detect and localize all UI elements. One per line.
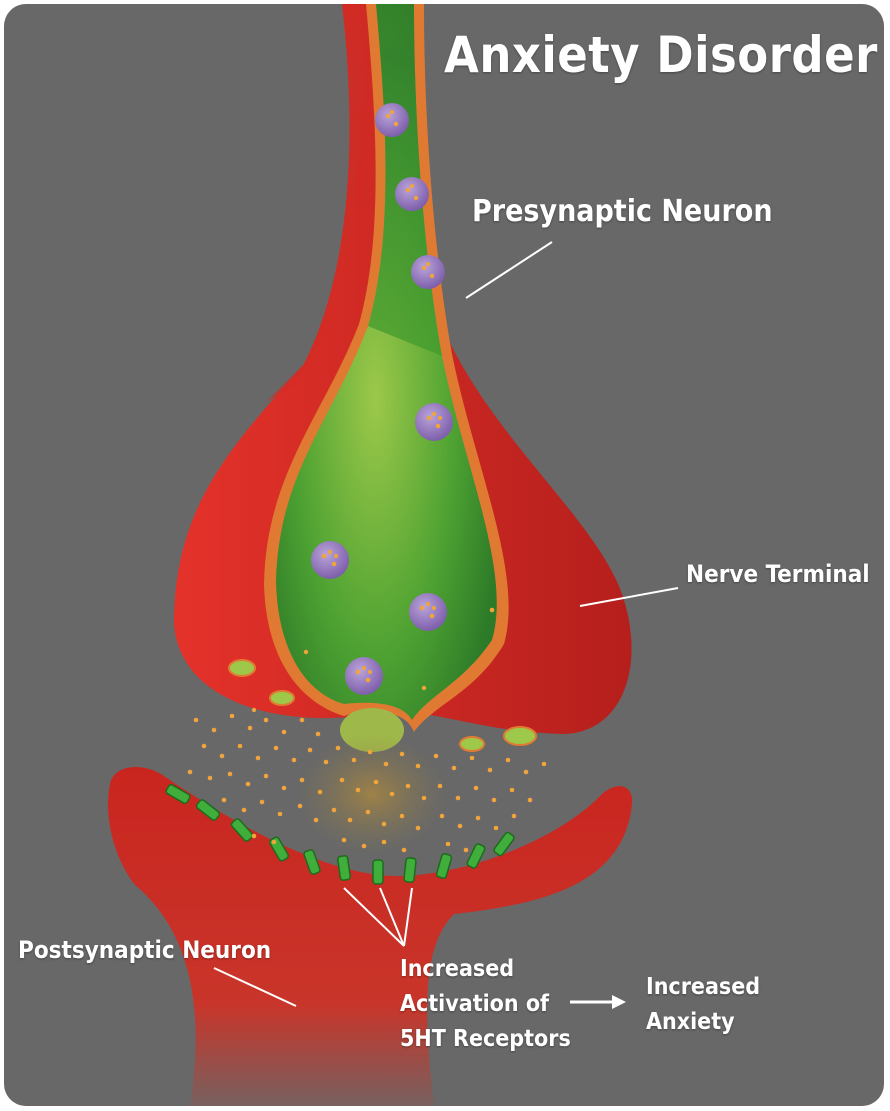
- receptor-activation-label: Increased Activation of 5HT Receptors: [400, 952, 571, 1057]
- nerve-terminal-label: Nerve Terminal: [686, 560, 870, 588]
- receptor-activation-line: 5HT Receptors: [400, 1022, 571, 1057]
- increased-anxiety-label: Increased Anxiety: [646, 970, 760, 1040]
- postsynaptic-neuron-label: Postsynaptic Neuron: [18, 936, 271, 964]
- increased-anxiety-line: Increased: [646, 970, 760, 1005]
- arrow-icon: [570, 995, 626, 1009]
- receptor-activation-line: Increased: [400, 952, 571, 987]
- page-title: Anxiety Disorder: [444, 26, 878, 84]
- receptor-activation-line: Activation of: [400, 987, 571, 1022]
- increased-anxiety-line: Anxiety: [646, 1005, 760, 1040]
- diagram-canvas: Anxiety Disorder Presynaptic Neuron Nerv…: [4, 4, 884, 1106]
- presynaptic-neuron-label: Presynaptic Neuron: [472, 194, 773, 229]
